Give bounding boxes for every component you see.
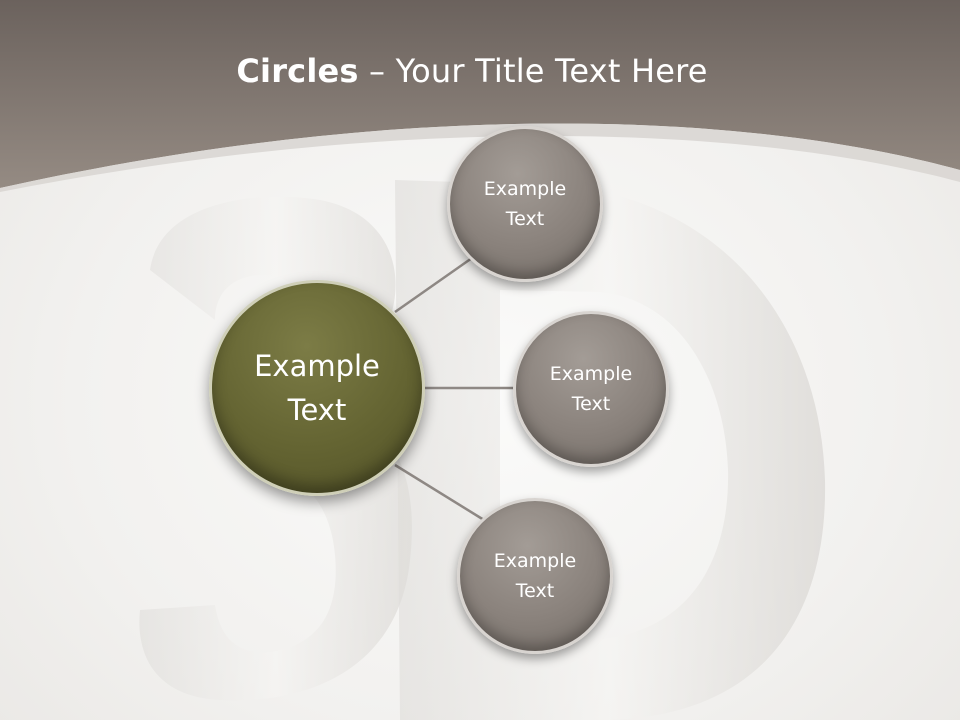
- connector-bottom: [394, 463, 485, 522]
- item-circle-2-label: Example Text: [549, 363, 633, 415]
- item-circle-3: Example Text: [457, 498, 613, 654]
- page-title: Circles – Your Title Text Here: [0, 52, 944, 90]
- item-circle-3-label: Example Text: [493, 550, 577, 602]
- header-band: [0, 0, 960, 192]
- connector-top: [394, 256, 473, 314]
- center-circle: Example Text: [209, 280, 425, 496]
- item-circle-1: Example Text: [447, 126, 603, 282]
- item-circle-2: Example Text: [513, 311, 669, 467]
- center-circle-label: Example Text: [254, 349, 380, 427]
- title-rest: – Your Title Text Here: [358, 52, 708, 90]
- title-bold: Circles: [236, 52, 359, 90]
- item-circle-1-label: Example Text: [483, 178, 567, 230]
